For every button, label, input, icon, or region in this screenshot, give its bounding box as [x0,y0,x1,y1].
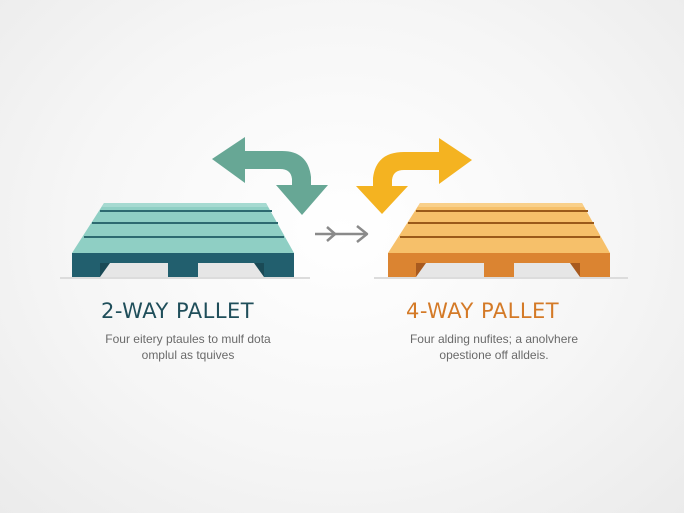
description-line: Four eitery ptaules to mulf dota [105,332,271,346]
four-way-curved-arrow-icon [356,138,472,214]
two-way-pallet-illustration [70,201,296,277]
two-way-pallet-description: Four eitery ptaules to mulf dota omplul … [80,331,296,363]
four-way-pallet-illustration [386,201,612,277]
description-line: Four alding nufites; a anolvhere [409,332,579,346]
left-ground-line [60,277,310,279]
two-way-curved-arrow-icon [212,137,330,215]
right-arrow-icon [313,224,369,244]
description-line: omplul as tquives [141,348,235,362]
two-way-pallet-title: 2-WAY PALLET [101,299,255,323]
four-way-pallet-title: 4-WAY PALLET [406,299,560,323]
four-way-pallet-description: Four alding nufites; a anolvhere opestio… [392,331,596,363]
right-ground-line [374,277,628,279]
description-line: opestione off alldeis. [439,348,549,362]
